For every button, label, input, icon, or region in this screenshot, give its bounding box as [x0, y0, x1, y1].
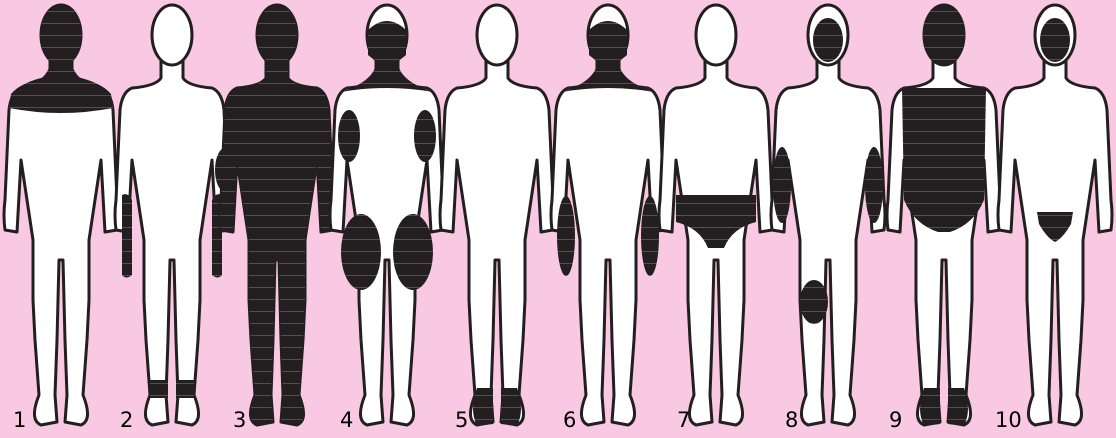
marked-region-head [923, 4, 965, 66]
body-outline [115, 5, 229, 425]
marked-region-head-back [589, 21, 627, 64]
marked-region-face [813, 18, 843, 62]
figure-number-label: 3 [233, 408, 246, 432]
marked-region-neck [562, 60, 654, 92]
figure-number-label: 1 [13, 408, 26, 432]
body-figure-3 [215, 5, 334, 425]
marked-region-feet [920, 388, 968, 426]
figure-number-label: 2 [120, 408, 133, 432]
marked-region-neck [341, 60, 433, 92]
marked-region-knee [800, 280, 828, 324]
figure-number-label: 8 [785, 408, 798, 432]
marked-region-ankles [150, 380, 194, 398]
body-figure-5 [440, 5, 554, 426]
body-figure-8 [771, 5, 885, 425]
figure-number-label: 6 [563, 408, 576, 432]
body-figure-10 [998, 5, 1112, 425]
body-outline [771, 5, 885, 425]
body-figure-4 [330, 5, 444, 425]
marked-region-torso-bodysuit [902, 88, 986, 232]
figure-number-label: 4 [340, 408, 353, 432]
body-outline [440, 5, 554, 425]
marked-region-whole-body [215, 5, 334, 425]
marked-region-shoulders [9, 55, 113, 113]
figure-number-label: 10 [995, 408, 1022, 432]
body-figure-1 [4, 4, 118, 425]
marked-region-face [1040, 18, 1070, 62]
figure-number-label: 9 [889, 408, 902, 432]
body-figure-9 [887, 4, 1001, 426]
marked-region-feet [473, 388, 521, 426]
figure-number-label: 5 [455, 408, 468, 432]
body-figure-7 [659, 5, 773, 425]
body-figure-6 [551, 5, 665, 425]
marked-region-left-forearm [122, 194, 132, 277]
body-figure-2 [115, 5, 229, 425]
figure-number-label: 7 [677, 408, 690, 432]
marked-region-head-back [368, 21, 406, 64]
